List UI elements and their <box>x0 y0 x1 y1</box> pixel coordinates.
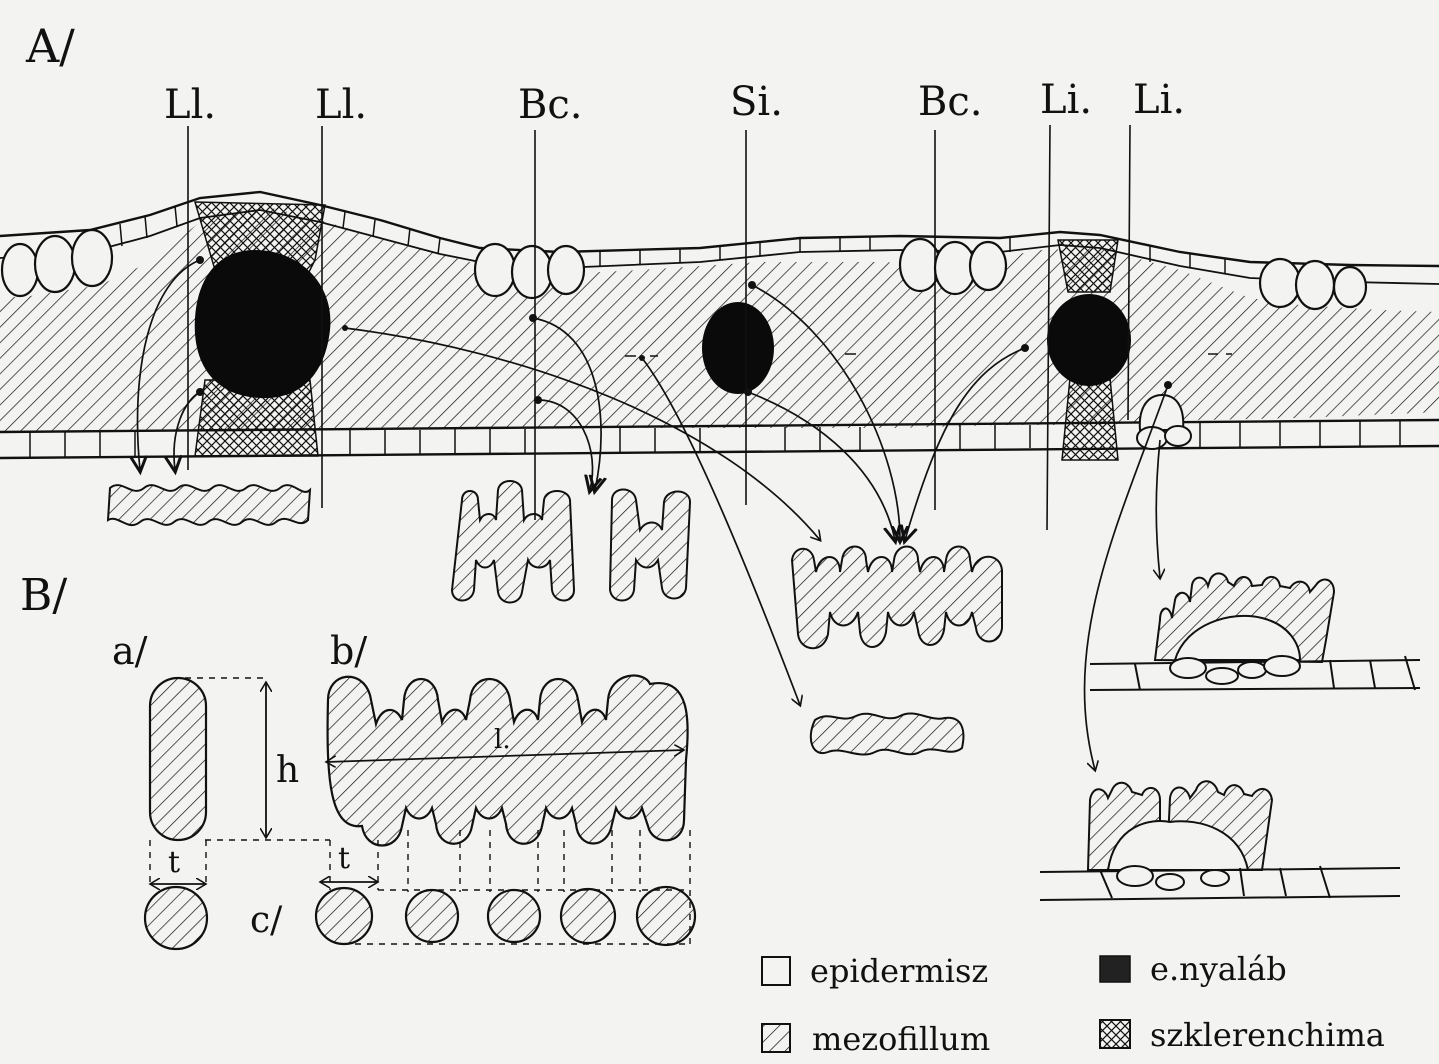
dimension-t-a: t <box>168 845 180 880</box>
bulliform-cells-right-center <box>900 239 1006 294</box>
dimension-h: h <box>276 750 299 791</box>
label-si: Si. <box>730 79 783 125</box>
vascular-bundle-large <box>195 250 331 398</box>
legend-label-sclerenchyma: szklerenchima <box>1150 1016 1385 1054</box>
h-cell-bc-2 <box>610 490 690 601</box>
legend-swatch-bundle <box>1100 956 1130 982</box>
leaf-section <box>0 192 1439 460</box>
bulliform-cells-middle <box>475 244 584 298</box>
sclerenchyma-small-upper <box>1058 240 1118 292</box>
legend-swatch-epidermis <box>762 957 790 985</box>
label-li-2: Li. <box>1133 77 1185 123</box>
legend-swatch-sclerenchyma <box>1100 1020 1130 1048</box>
dimension-l: l. <box>494 725 511 755</box>
stoma-detail-2 <box>1040 781 1400 900</box>
sub-c-label: c/ <box>250 900 283 941</box>
label-ll-1: Ll. <box>164 82 216 128</box>
sub-a-label: a/ <box>112 629 148 673</box>
circle-b3 <box>488 890 540 942</box>
panel-a-label: A/ <box>25 19 75 73</box>
label-bc-1: Bc. <box>518 82 583 128</box>
rod-cell <box>150 678 206 840</box>
circle-a <box>145 887 207 949</box>
legend: epidermisz e.nyaláb mezofillum szklerenc… <box>762 950 1385 1058</box>
bulliform-cells-left <box>2 230 112 296</box>
cross-section-circles <box>145 887 695 949</box>
dimension-t-b: t <box>338 841 350 876</box>
panel-b-label: B/ <box>20 570 67 621</box>
legend-label-bundle: e.nyaláb <box>1150 950 1287 988</box>
flat-cell <box>811 713 964 754</box>
structure-labels: Ll. Ll. Bc. Si. Bc. Li. Li. <box>164 77 1185 128</box>
label-li-1: Li. <box>1040 77 1092 123</box>
circle-b5 <box>637 887 695 945</box>
circle-b4 <box>561 889 615 943</box>
vascular-bundle-medium <box>1047 294 1131 386</box>
legend-label-mesophyll: mezofillum <box>812 1020 990 1058</box>
stoma-detail-1 <box>1090 573 1420 690</box>
h-cell-bc-1 <box>452 481 574 603</box>
legend-swatch-mesophyll <box>762 1024 790 1052</box>
bulliform-cells-right <box>1260 259 1366 309</box>
lobed-cell-si <box>792 547 1002 649</box>
vascular-bundle-small <box>702 302 774 394</box>
sub-b-label: b/ <box>330 629 367 673</box>
circle-b1 <box>316 888 372 944</box>
circle-b2 <box>406 890 458 942</box>
legend-label-epidermis: epidermisz <box>810 952 988 990</box>
label-ll-2: Ll. <box>315 82 367 128</box>
lobed-cell-ll <box>108 485 310 525</box>
label-bc-2: Bc. <box>918 79 983 125</box>
sclerenchyma-small-lower <box>1062 378 1118 460</box>
